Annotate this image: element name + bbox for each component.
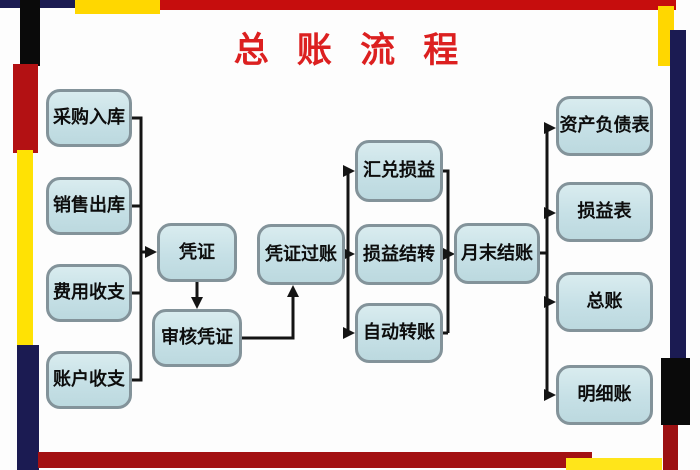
- node-voucher-posting: 凭证过账: [257, 224, 345, 285]
- node-label: 自动转账: [363, 322, 435, 344]
- node-auto-transfer: 自动转账: [355, 303, 443, 363]
- node-profit-loss-carryover: 损益结转: [355, 224, 443, 285]
- node-label: 凭证: [179, 241, 215, 263]
- frame-left-red-bar: [13, 64, 38, 153]
- node-general-ledger: 总账: [556, 272, 653, 332]
- node-label: 销售出库: [53, 195, 125, 217]
- node-balance-sheet: 资产负债表: [556, 96, 653, 156]
- node-detail-ledger: 明细账: [556, 365, 653, 425]
- frame-left-navy-bar: [17, 345, 39, 470]
- node-audit-voucher: 审核凭证: [152, 309, 242, 367]
- node-label: 审核凭证: [161, 327, 233, 349]
- frame-top-red-bar: [160, 0, 676, 10]
- node-label: 凭证过账: [265, 243, 337, 265]
- page-title: 总 账 流 程: [233, 30, 467, 71]
- node-expense-income: 费用收支: [46, 264, 132, 322]
- node-label: 采购入库: [53, 107, 125, 129]
- node-label: 汇兑损益: [363, 160, 435, 182]
- node-label: 账户收支: [53, 369, 125, 391]
- frame-right-red-bar: [663, 425, 678, 470]
- node-voucher: 凭证: [157, 223, 237, 282]
- node-label: 月末结账: [461, 242, 533, 264]
- node-income-statement: 损益表: [556, 182, 653, 242]
- frame-right-black-bar: [661, 358, 690, 425]
- node-label: 总账: [586, 291, 623, 313]
- node-label: 资产负债表: [559, 115, 650, 137]
- node-label: 明细账: [577, 384, 632, 406]
- node-label: 损益表: [577, 201, 632, 223]
- node-purchase-inbound: 采购入库: [46, 89, 132, 147]
- frame-bottom-yellow-bar: [566, 458, 662, 470]
- frame-right-navy-bar: [670, 30, 686, 358]
- node-label: 损益结转: [363, 243, 435, 265]
- frame-bottom-red-bar: [38, 452, 592, 468]
- frame-top-yellow-bar: [75, 0, 160, 14]
- frame-topleft-black-bar: [20, 0, 40, 66]
- node-month-end-close: 月末结账: [454, 223, 540, 284]
- node-exchange-gain-loss: 汇兑损益: [355, 140, 443, 202]
- node-label: 费用收支: [53, 282, 125, 304]
- node-sales-outbound: 销售出库: [46, 177, 132, 235]
- node-account-income: 账户收支: [46, 351, 132, 409]
- frame-left-yellow-bar: [17, 150, 33, 347]
